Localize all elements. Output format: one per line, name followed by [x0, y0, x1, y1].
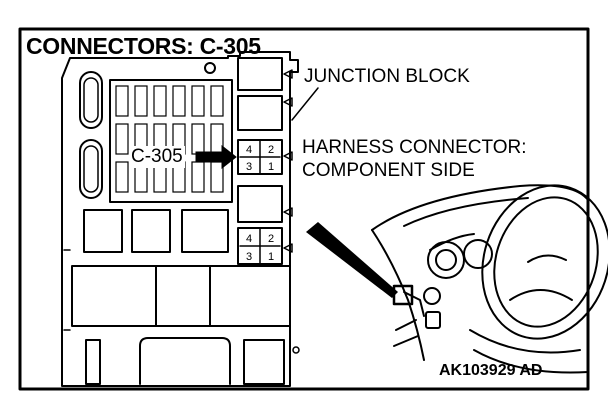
bottom-box-right [243, 339, 285, 385]
dashboard-pointer-wedge [306, 222, 398, 298]
fuse-grid [115, 85, 224, 193]
fuse-cell [115, 161, 129, 193]
harness-connector-label: HARNESS CONNECTOR: [302, 137, 527, 158]
figure-code: AK103929 AD [439, 362, 543, 379]
connector-1-pin-top-left: 4 [246, 144, 252, 156]
connector-1-pin-bottom-left: 3 [246, 161, 252, 173]
fuse-cell [210, 123, 224, 155]
middle-box-3 [181, 209, 229, 253]
left-oval-top [79, 71, 103, 129]
relay-box-2 [237, 95, 283, 131]
connector-1-pin-bottom-right: 1 [268, 161, 274, 173]
c305-callout-arrow [195, 144, 237, 170]
connector-2-pin-top-left: 4 [246, 233, 252, 245]
connector-1-pin-top-right: 2 [268, 144, 274, 156]
relay-box-3 [237, 185, 283, 223]
fuse-cell [191, 85, 205, 117]
fuse-cell [115, 123, 129, 155]
lower-block [71, 265, 291, 327]
fuse-cell [191, 123, 205, 155]
fuse-cell [134, 85, 148, 117]
bottom-slot-left [85, 339, 101, 385]
fuse-cell [191, 161, 205, 193]
fuse-cell [153, 85, 167, 117]
pointer-arrow-5 [283, 243, 293, 253]
mount-hole [204, 62, 216, 74]
connector-2-pin-bottom-right: 1 [268, 251, 274, 263]
junction-block-label: JUNCTION BLOCK [304, 66, 470, 87]
connector-c305-1 [237, 139, 283, 175]
fuse-cell [210, 85, 224, 117]
component-side-label: COMPONENT SIDE [302, 160, 475, 181]
connector-c305-2 [237, 227, 283, 265]
diagram-title: CONNECTORS: C-305 [26, 33, 261, 59]
bottom-hole [292, 346, 300, 354]
connector-2-pin-top-right: 2 [268, 233, 274, 245]
c305-callout-label: C-305 [129, 146, 185, 168]
border-frame [18, 27, 590, 391]
pointer-arrow-3 [283, 151, 293, 161]
fuse-block [109, 79, 233, 203]
relay-box-1 [237, 57, 283, 91]
dashboard-illustration [371, 184, 608, 374]
connector-2-pin-bottom-left: 3 [246, 251, 252, 263]
junction-leader-line [291, 87, 319, 121]
fuse-cell [115, 85, 129, 117]
pointer-arrow-4 [283, 207, 293, 217]
middle-box-1 [83, 209, 123, 253]
fuse-cell [210, 161, 224, 193]
middle-box-2 [131, 209, 171, 253]
pointer-arrow-1 [283, 69, 293, 79]
pointer-arrow-2 [283, 97, 293, 107]
left-oval-bottom [79, 139, 103, 199]
bottom-connector [139, 337, 231, 385]
junction-block-outline [61, 51, 299, 387]
fuse-cell [172, 85, 186, 117]
